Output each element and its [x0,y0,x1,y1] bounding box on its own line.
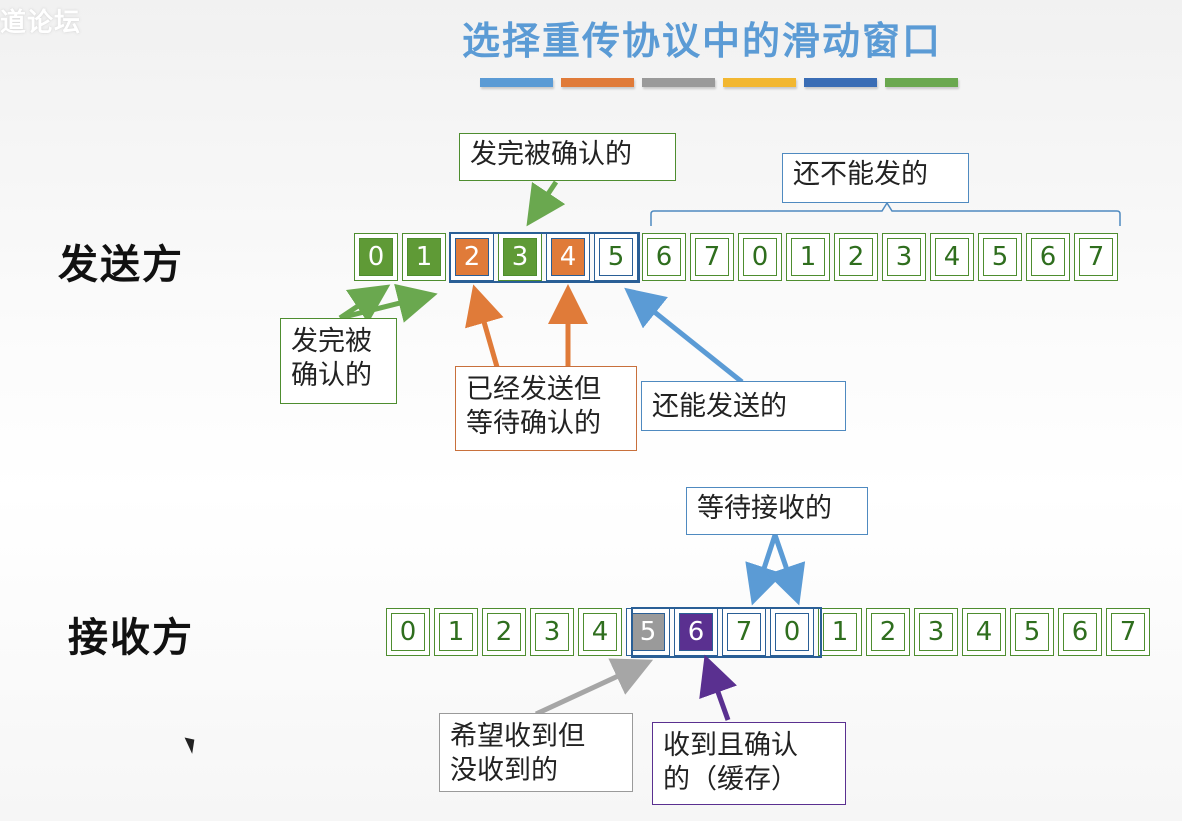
receiver-seq-cell: 7 [722,608,766,656]
sender-seq-cell: 5 [594,233,638,281]
receiver-seq-number: 2 [487,613,521,651]
color-bar [480,78,553,87]
receiver-seq-cell: 5 [1010,608,1054,656]
sender-seq-number: 5 [599,238,633,276]
sender-seq-number: 6 [647,238,681,276]
arrow-blue-recv-2 [767,534,806,606]
receiver-seq-cell: 4 [962,608,1006,656]
receiver-seq-number: 6 [679,613,713,651]
sender-seq-cell: 1 [786,233,830,281]
sender-seq-number: 2 [455,238,489,276]
arrow-blue-sender [624,287,744,384]
color-bar [723,78,796,87]
receiver-seq-number: 3 [535,613,569,651]
receiver-seq-cell: 0 [386,608,430,656]
sender-seq-number: 4 [935,238,969,276]
receiver-seq-number: 0 [775,613,809,651]
arrow-green-left-1 [338,284,391,324]
watermark: 道论坛 [0,8,82,38]
sender-seq-cell: 6 [642,233,686,281]
page-title: 选择重传协议中的滑动窗口 [462,19,943,63]
sender-seq-cell: 3 [498,233,542,281]
receiver-seq-cell: 2 [482,608,526,656]
callout-waiting-receive: 等待接收的 [686,487,868,535]
receiver-label: 接收方 [68,615,194,661]
receiver-seq-cell: 3 [530,608,574,656]
color-bar [642,78,715,87]
sender-seq-number: 1 [407,238,441,276]
receiver-seq-cell: 4 [578,608,622,656]
sender-seq-cell: 5 [978,233,1022,281]
callout-sent-acked-left: 发完被 确认的 [280,318,397,404]
callout-sent-acked-top: 发完被确认的 [459,133,676,181]
color-bar [885,78,958,87]
sender-seq-number: 0 [743,238,777,276]
arrow-green-left-2 [339,283,438,323]
receiver-seq-number: 4 [967,613,1001,651]
receiver-seq-number: 1 [439,613,473,651]
callout-sent-waiting: 已经发送但 等待确认的 [455,366,637,451]
sender-seq-number: 6 [1031,238,1065,276]
sender-seq-cell: 4 [930,233,974,281]
sender-seq-number: 3 [503,238,537,276]
receiver-seq-number: 5 [1015,613,1049,651]
arrow-purple [699,654,737,721]
callout-can-send: 还能发送的 [641,381,846,431]
cannot-send-brace [650,201,1121,226]
sender-seq-cell: 0 [738,233,782,281]
receiver-seq-cell: 6 [1058,608,1102,656]
callout-received-acked: 收到且确认 的（缓存） [652,722,846,805]
arrow-gray [534,658,654,717]
receiver-seq-cell: 2 [866,608,910,656]
sender-seq-number: 4 [551,238,585,276]
sender-seq-cell: 2 [834,233,878,281]
callout-expected-not-received: 希望收到但 没收到的 [439,713,633,792]
arrow-blue-recv-1 [745,534,784,606]
receiver-seq-number: 7 [727,613,761,651]
sender-seq-number: 2 [839,238,873,276]
receiver-seq-cell: 1 [818,608,862,656]
sender-seq-cell: 7 [690,233,734,281]
callout-cannot-send: 还不能发的 [782,153,969,203]
sender-seq-number: 5 [983,238,1017,276]
sender-seq-cell: 3 [882,233,926,281]
receiver-seq-number: 1 [823,613,857,651]
sender-seq-number: 1 [791,238,825,276]
sender-seq-cell: 4 [546,233,590,281]
receiver-seq-cell: 7 [1106,608,1150,656]
receiver-seq-number: 0 [391,613,425,651]
receiver-seq-number: 3 [919,613,953,651]
arrow-orange-1 [465,284,504,368]
receiver-seq-number: 2 [871,613,905,651]
receiver-seq-number: 7 [1111,613,1145,651]
sender-seq-cell: 7 [1074,233,1118,281]
sender-seq-number: 7 [1079,238,1113,276]
sender-seq-cell: 6 [1026,233,1070,281]
color-bar [804,78,877,87]
sender-seq-number: 0 [359,238,393,276]
sender-seq-cell: 0 [354,233,398,281]
receiver-seq-cell: 5 [626,608,670,656]
receiver-seq-cell: 6 [674,608,718,656]
sender-seq-number: 3 [887,238,921,276]
receiver-seq-cell: 0 [770,608,814,656]
arrow-green-top [526,180,566,227]
color-bar [561,78,634,87]
receiver-seq-cell: 1 [434,608,478,656]
sender-label: 发送方 [58,242,184,288]
receiver-seq-number: 6 [1063,613,1097,651]
receiver-seq-number: 4 [583,613,617,651]
receiver-seq-number: 5 [631,613,665,651]
sender-seq-cell: 1 [402,233,446,281]
sender-seq-number: 7 [695,238,729,276]
receiver-seq-cell: 3 [914,608,958,656]
